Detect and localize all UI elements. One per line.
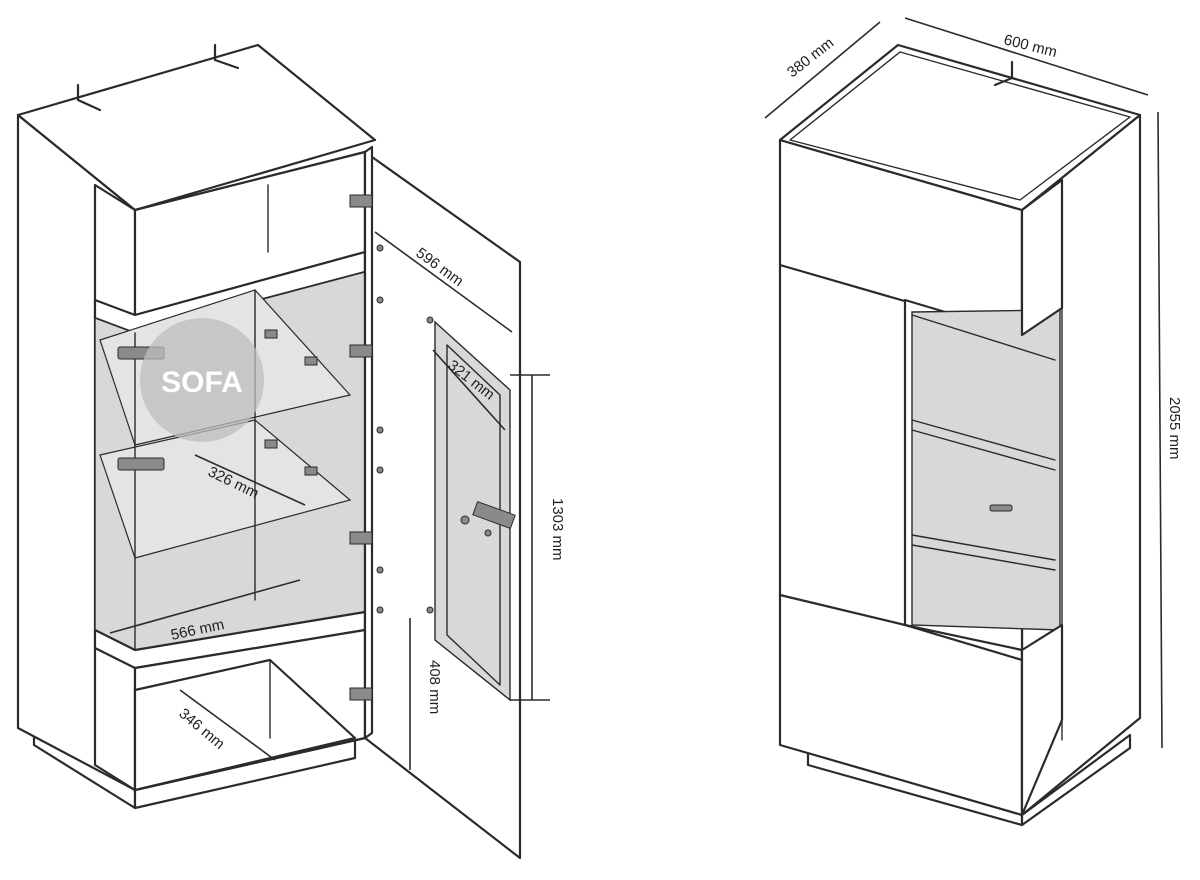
wall-bracket-icon — [993, 60, 1014, 87]
door-glass-frame — [446, 344, 501, 686]
door-holes — [376, 244, 434, 614]
closed-cabinet-view: 380 mm 600 mm 2055 mm — [764, 17, 1183, 827]
shelf-pin — [304, 356, 318, 366]
wall-bracket-icon — [213, 43, 240, 70]
top-panel — [778, 43, 1142, 212]
dim-depth: 380 mm — [784, 34, 837, 81]
shelf-pin — [304, 466, 318, 476]
door-handle — [472, 500, 516, 530]
plinth-side — [1020, 733, 1132, 827]
door-edge — [363, 145, 374, 740]
shelf-pin — [264, 329, 278, 339]
hinge-icon — [349, 194, 373, 701]
dim-height: 2055 mm — [1166, 397, 1183, 460]
dim-width: 600 mm — [1002, 31, 1059, 61]
top-inner — [789, 51, 1131, 201]
svg-text:SOFA: SOFA — [161, 366, 243, 399]
door-handle — [989, 504, 1013, 512]
wall-bracket-icon — [76, 83, 102, 112]
led-light-lower — [117, 457, 165, 471]
dim-glass-height: 1303 mm — [549, 498, 566, 561]
sofa-watermark: SOFA — [140, 318, 264, 442]
dim-lower-door-height: 408 mm — [426, 660, 443, 714]
shelf-pin — [264, 439, 278, 449]
top-panel — [16, 43, 377, 212]
glass-pane — [911, 309, 1061, 631]
bottom-panel — [133, 658, 357, 792]
open-cabinet-view: SOFA 596 mm 321 mm 326 mm 566 mm 346 mm … — [16, 43, 566, 860]
